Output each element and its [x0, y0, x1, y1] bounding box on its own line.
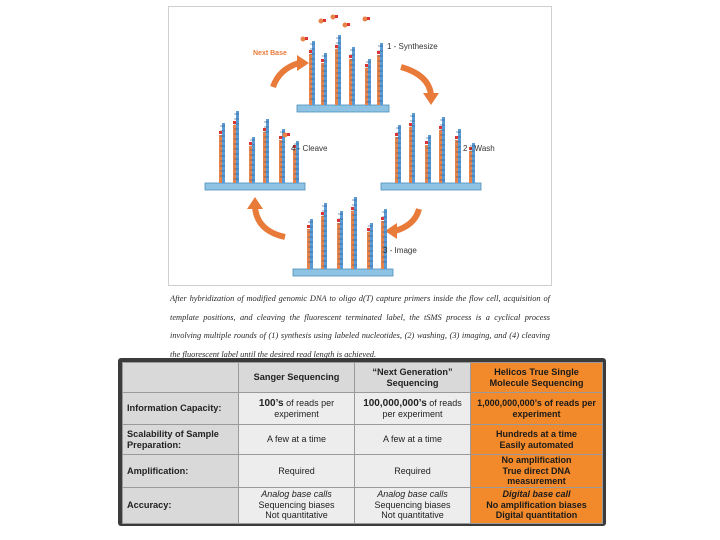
cycle-figure: 1 - Synthesize 2 - Wash 3 - Image 4 - Cl…	[204, 14, 495, 277]
cell-nextgen-amplification: Required	[354, 454, 471, 488]
dna-strand	[335, 35, 341, 105]
header-next-generation: “Next Generation” Sequencing	[354, 362, 471, 393]
arrow-synthesize-to-wash	[400, 64, 434, 96]
sanger-accuracy-line: Analog base calls	[261, 489, 332, 500]
dna-strand	[469, 143, 475, 183]
cell-sanger-capacity: 100’s of reads per experiment	[238, 392, 355, 425]
dna-strand	[439, 117, 445, 183]
sequencing-cycle-diagram: 1 - Synthesize 2 - Wash 3 - Image 4 - Cl…	[168, 6, 552, 286]
nextgen-accuracy-line: Not quantitative	[381, 510, 444, 521]
helicos-scalability-line: Easily automated	[499, 439, 574, 450]
arrow-head-synthesize	[297, 55, 309, 71]
dna-strand	[395, 125, 401, 183]
dna-strand	[351, 197, 357, 269]
table-row: Scalability of Sample Preparation: A few…	[122, 424, 603, 455]
dna-strand	[367, 223, 373, 269]
flowcell-top	[296, 104, 390, 113]
strands-right	[395, 113, 475, 183]
dna-strand	[321, 53, 327, 105]
cell-sanger-accuracy: Analog base calls Sequencing biases Not …	[238, 486, 355, 524]
header-helicos: Helicos True Single Molecule Sequencing	[470, 362, 603, 393]
strands-left	[219, 111, 299, 183]
dna-strand	[263, 119, 269, 183]
step-cleave-label: 4 - Cleave	[291, 144, 328, 153]
cell-helicos-capacity: 1,000,000,000’s of reads per experiment	[470, 392, 603, 425]
row-label-accuracy: Accuracy:	[122, 486, 239, 524]
dna-strand	[409, 113, 415, 183]
dna-strand	[219, 123, 225, 183]
dna-strand	[321, 203, 327, 269]
dna-strand	[337, 211, 343, 269]
arrow-head-image	[385, 223, 397, 239]
comparison-table-frame: Sanger Sequencing “Next Generation” Sequ…	[118, 358, 606, 526]
row-label-scalability: Scalability of Sample Preparation:	[122, 424, 239, 455]
dna-strand	[381, 209, 387, 269]
comparison-table: Sanger Sequencing “Next Generation” Sequ…	[122, 362, 603, 524]
dna-strand	[349, 47, 355, 105]
nextgen-capacity-strong: 100,000,000’s	[363, 397, 427, 409]
row-label-amplification: Amplification:	[122, 454, 239, 488]
sanger-capacity-rest: of reads per experiment	[274, 397, 335, 420]
table-row: Amplification: Required Required No ampl…	[122, 454, 603, 488]
arrow-wash-to-image	[394, 208, 422, 234]
next-base-label: Next Base	[253, 50, 287, 57]
helicos-amplification-line: No amplification	[501, 455, 572, 465]
cell-nextgen-accuracy: Analog base calls Sequencing biases Not …	[354, 486, 471, 524]
sanger-accuracy-line: Not quantitative	[265, 510, 328, 521]
row-label-information-capacity: Information Capacity:	[122, 392, 239, 425]
figure-caption: After hybridization of modified genomic …	[170, 294, 550, 359]
flowcell-bottom	[292, 268, 394, 277]
arrow-image-to-cleave	[252, 206, 286, 240]
dna-strand	[365, 59, 371, 105]
cell-nextgen-scalability: A few at a time	[354, 424, 471, 455]
helicos-accuracy-line: Digital quantitation	[495, 510, 578, 521]
flowcell-left	[204, 182, 306, 191]
flowcell-right	[380, 182, 482, 191]
free-nucleotides	[282, 14, 370, 138]
table-row: Information Capacity: 100’s of reads per…	[122, 392, 603, 425]
dna-strand	[309, 41, 315, 105]
cell-sanger-scalability: A few at a time	[238, 424, 355, 455]
cell-helicos-scalability: Hundreds at a time Easily automated	[470, 424, 603, 455]
cell-nextgen-capacity: 100,000,000’s of reads per experiment	[354, 392, 471, 425]
step-synthesize-label: 1 - Synthesize	[387, 42, 438, 51]
sanger-capacity-strong: 100’s	[258, 397, 284, 409]
arrow-cleave-to-synthesize	[270, 60, 300, 89]
nextgen-accuracy-line: Analog base calls	[377, 489, 448, 500]
cell-sanger-amplification: Required	[238, 454, 355, 488]
cell-helicos-accuracy: Digital base call No amplification biase…	[470, 486, 603, 524]
dna-strand	[293, 141, 299, 183]
helicos-amplification-line: True direct DNA measurement	[502, 465, 571, 487]
step-wash-label: 2 - Wash	[463, 144, 495, 153]
strands-top	[309, 35, 383, 105]
nextgen-accuracy-line: Sequencing biases	[374, 499, 451, 510]
dna-strand	[425, 135, 431, 183]
table-row: Accuracy: Analog base calls Sequencing b…	[122, 486, 603, 524]
dna-strand	[307, 219, 313, 269]
arrow-head-wash	[423, 93, 439, 105]
table-header-row: Sanger Sequencing “Next Generation” Sequ…	[122, 362, 603, 393]
cell-helicos-amplification: No amplification True direct DNA measure…	[470, 454, 603, 488]
header-corner	[122, 362, 239, 393]
helicos-accuracy-line: Digital base call	[502, 489, 571, 500]
header-sanger: Sanger Sequencing	[238, 362, 355, 393]
strands-bottom	[307, 197, 387, 269]
dna-strand	[455, 129, 461, 183]
nextgen-capacity-rest: of reads per experiment	[382, 397, 462, 420]
helicos-scalability-line: Hundreds at a time	[495, 429, 578, 439]
dna-strand	[249, 137, 255, 183]
arrow-head-cleave	[247, 197, 263, 209]
step-image-label: 3 - Image	[383, 246, 417, 255]
dna-strands	[219, 35, 475, 269]
dna-strand	[377, 43, 383, 105]
helicos-accuracy-line: No amplification biases	[486, 499, 587, 510]
sanger-accuracy-line: Sequencing biases	[258, 499, 335, 510]
dna-strand	[233, 111, 239, 183]
